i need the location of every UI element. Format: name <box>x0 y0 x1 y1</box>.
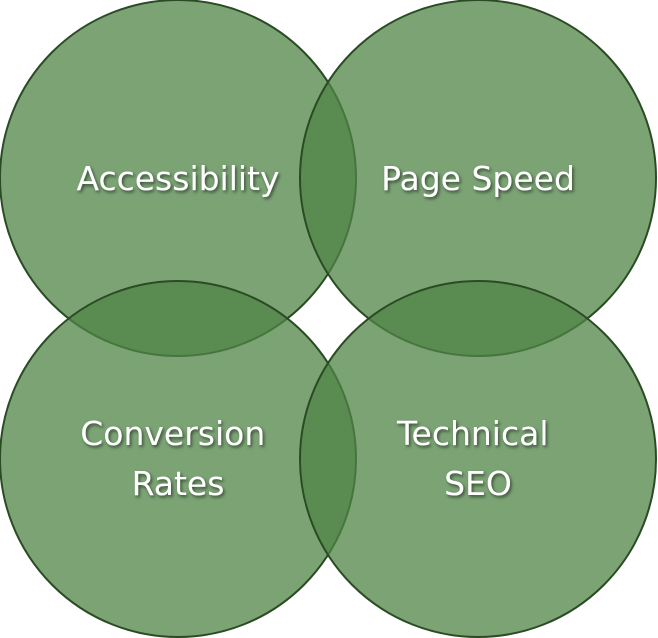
label-conversion-rates: Conversion Rates <box>80 414 276 503</box>
circle-technical-seo <box>299 280 657 638</box>
label-page-speed: Page Speed <box>381 159 575 198</box>
label-accessibility: Accessibility <box>76 159 279 198</box>
label-technical-seo: Technical SEO <box>396 414 559 503</box>
